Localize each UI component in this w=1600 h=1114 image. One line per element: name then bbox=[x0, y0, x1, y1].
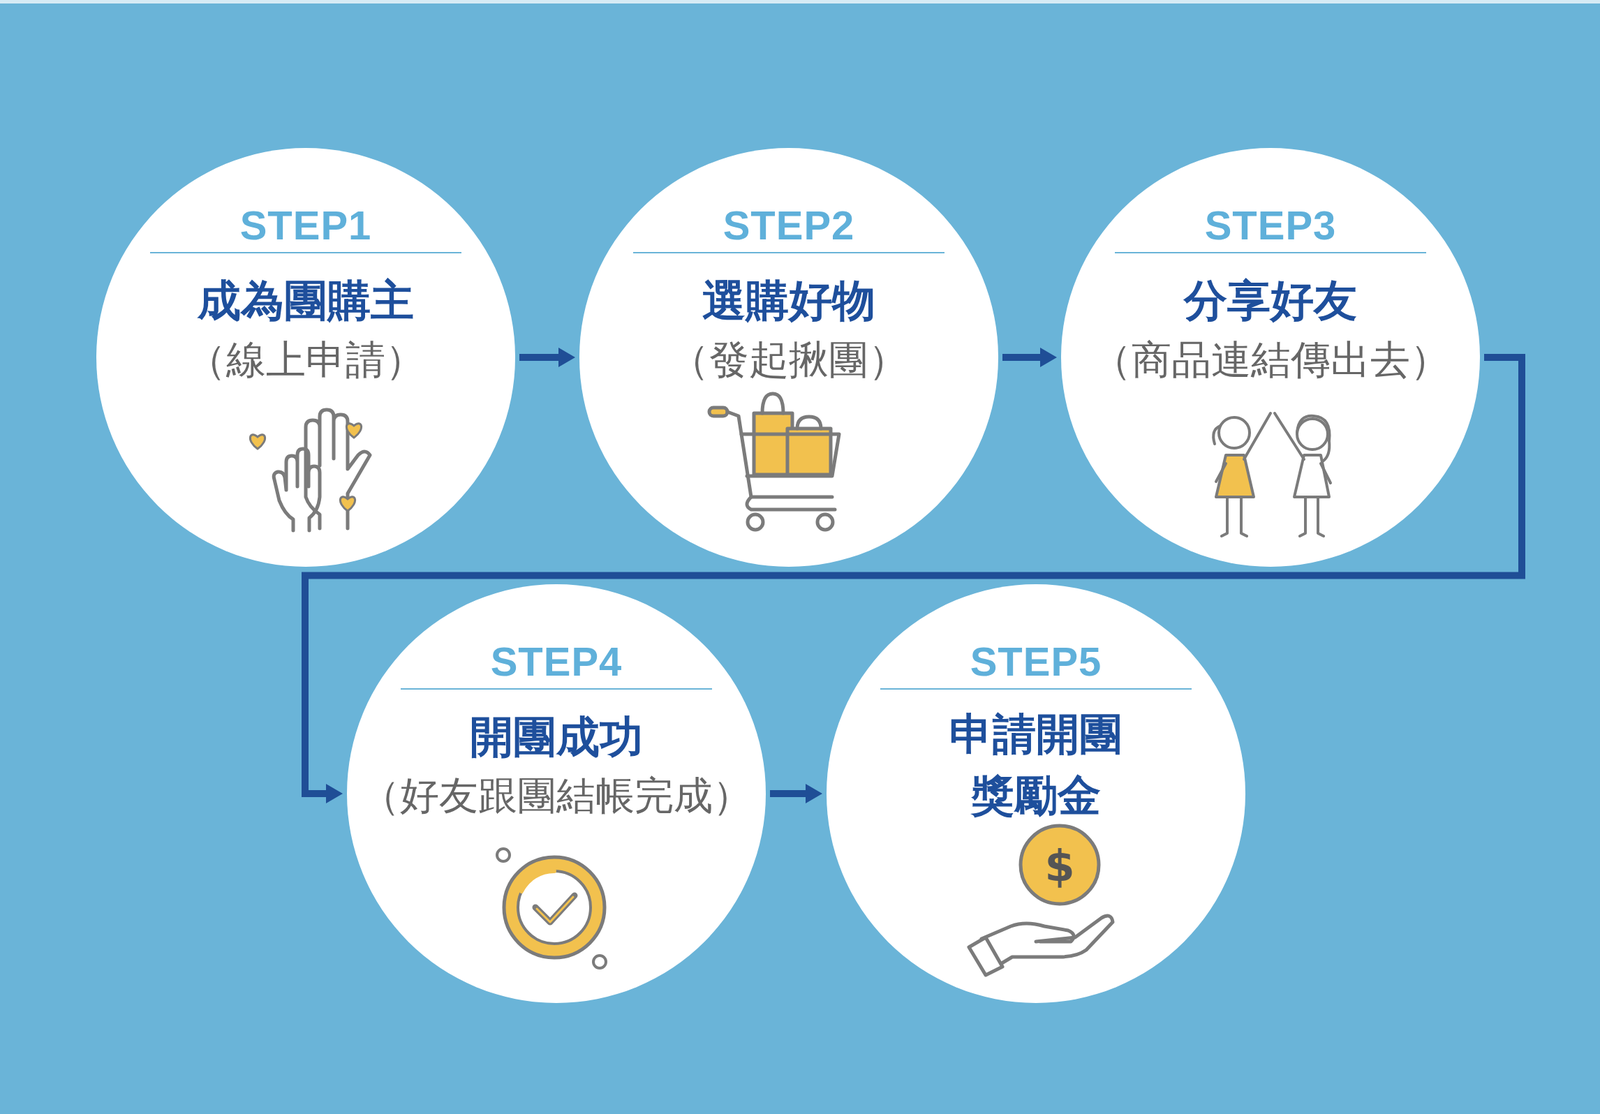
currency-symbol: $ bbox=[1044, 840, 1075, 892]
step-number: STEP5 bbox=[970, 638, 1103, 685]
step-title: 開團成功 bbox=[469, 711, 643, 763]
step-circle: STEP5 申請開團 獎勵金 bbox=[826, 584, 1246, 1004]
step-title: 成為團購主 bbox=[197, 275, 414, 327]
step-title: 申請開團 獎勵金 bbox=[949, 708, 1123, 821]
step-note-box: （發起揪團） bbox=[669, 335, 909, 384]
step-title: 選購好物 bbox=[702, 275, 876, 327]
step-title-box: 開團成功 bbox=[469, 711, 643, 764]
step-rule bbox=[880, 688, 1192, 690]
step-number-box: STEP1 bbox=[240, 201, 373, 249]
step-note: （線上申請） bbox=[186, 336, 426, 383]
step-note-box: （商品連結傳出去） bbox=[1091, 335, 1450, 384]
step-title-box: 申請開團 獎勵金 bbox=[924, 703, 1148, 827]
step-note-box: （線上申請） bbox=[186, 335, 426, 384]
step-number-box: STEP3 bbox=[1204, 201, 1337, 249]
step-title: 分享好友 bbox=[1183, 275, 1358, 327]
step-rule bbox=[1114, 252, 1427, 254]
flow-arrow bbox=[1002, 353, 1042, 361]
step-number-box: STEP2 bbox=[723, 201, 856, 249]
top-band bbox=[0, 0, 1600, 4]
step-circle: STEP3 分享好友 （商品連結傳出去） bbox=[1061, 147, 1480, 567]
step-title-box: 選購好物 bbox=[702, 275, 876, 327]
step-circle: STEP1 成為團購主 （線上申請） bbox=[96, 147, 516, 567]
step-rule bbox=[400, 688, 713, 690]
flow-arrow bbox=[769, 790, 807, 798]
step-number-box: STEP5 bbox=[970, 638, 1103, 685]
step-number: STEP2 bbox=[723, 202, 856, 248]
step-number: STEP4 bbox=[490, 638, 623, 685]
step-note-box: （好友跟團結帳完成） bbox=[360, 772, 752, 820]
step-note: （商品連結傳出去） bbox=[1091, 336, 1450, 383]
step-note: （好友跟團結帳完成） bbox=[360, 772, 752, 819]
step-title-box: 分享好友 bbox=[1183, 275, 1358, 327]
step-number-box: STEP4 bbox=[490, 638, 623, 685]
step-title-box: 成為團購主 bbox=[197, 275, 414, 327]
step-number: STEP1 bbox=[240, 202, 373, 248]
flow-arrow bbox=[519, 353, 560, 361]
step-circle: STEP4 開團成功 （好友跟團結帳完成） bbox=[346, 584, 766, 1004]
step-rule bbox=[633, 252, 945, 254]
step-rule bbox=[150, 252, 462, 254]
step-note: （發起揪團） bbox=[669, 336, 909, 383]
step-number: STEP3 bbox=[1204, 202, 1337, 248]
step-circle: STEP2 選購好物 （發起揪團） bbox=[579, 147, 999, 567]
